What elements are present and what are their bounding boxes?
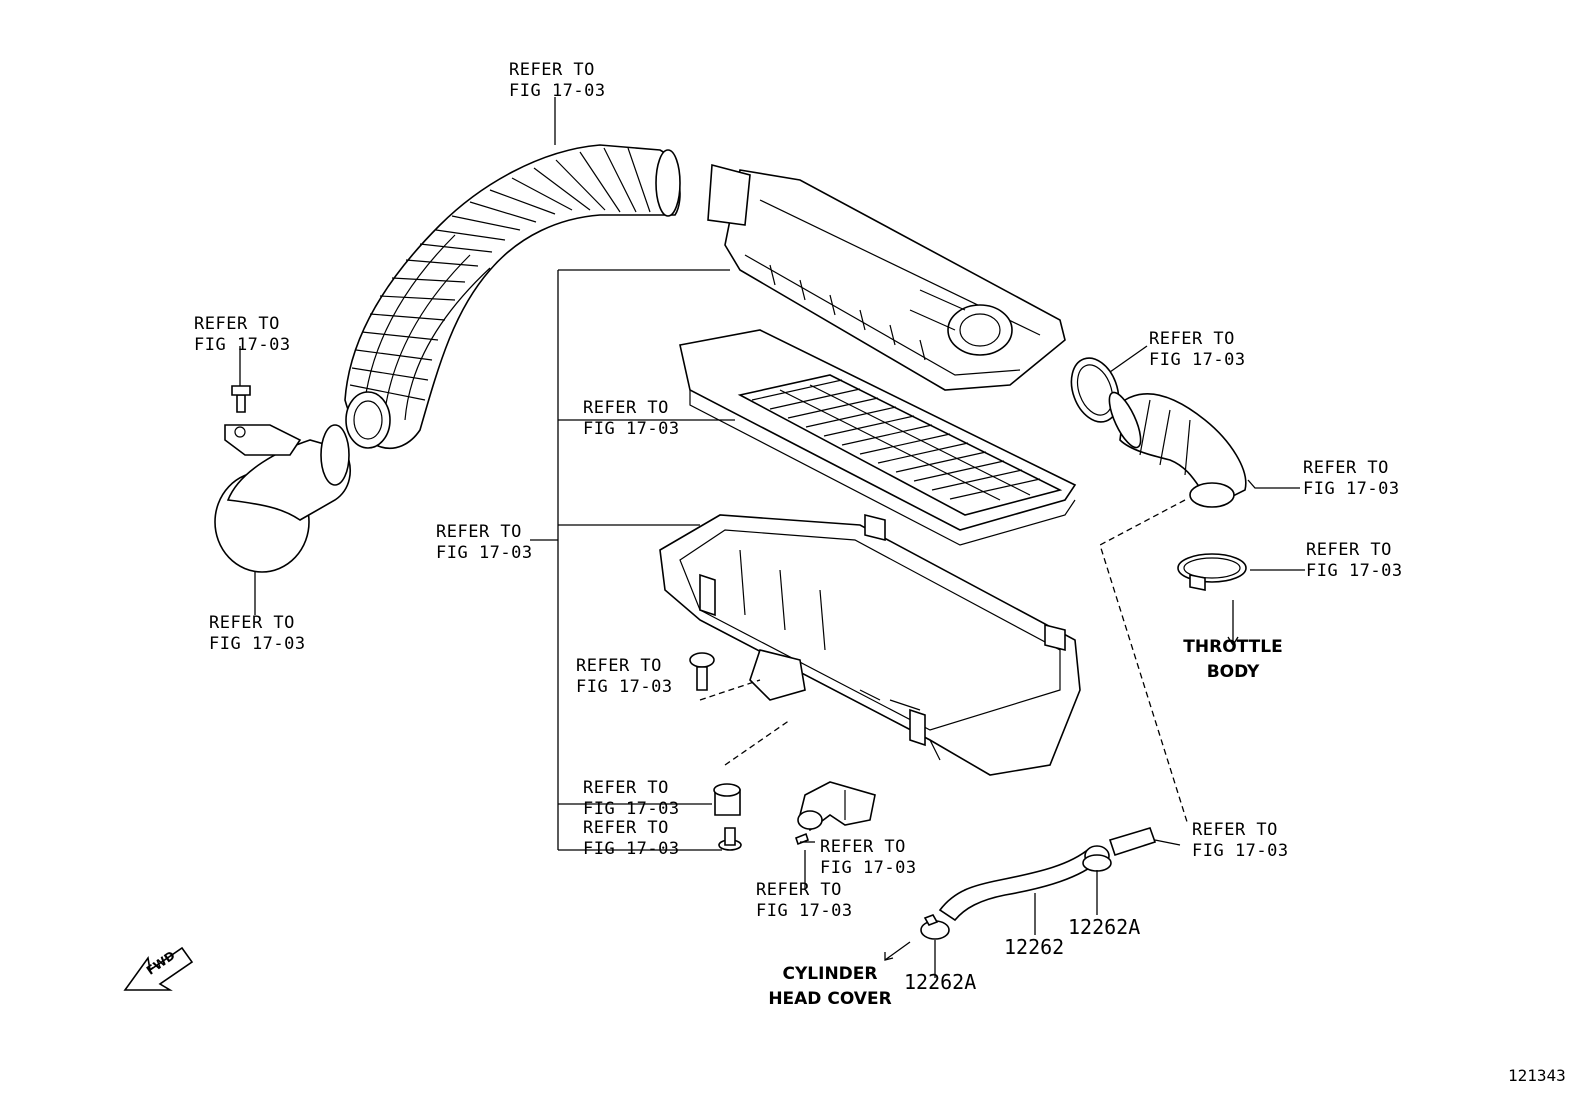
- air-cleaner-case: [659, 513, 1081, 776]
- fwd-arrow-icon: [123, 946, 194, 991]
- part-number-hose: 12262: [1004, 935, 1065, 959]
- air-flow-sensor: [797, 781, 876, 832]
- part-number-clamp-a: 12262A: [1068, 915, 1141, 939]
- screw: [795, 832, 809, 846]
- pcv-hose: [938, 827, 1157, 922]
- air-filter-element: [679, 329, 1077, 546]
- figure-id: 121343: [1508, 1066, 1566, 1085]
- leader-lines: [239, 97, 1305, 978]
- grommet: [713, 783, 741, 816]
- dashed-guides: [699, 499, 1189, 826]
- air-hose-right: [1070, 357, 1247, 508]
- intake-duct: [344, 144, 681, 449]
- air-cleaner-cap: [707, 163, 1066, 391]
- hose-clamp-lower: [1177, 553, 1247, 591]
- hose-clamp-12262a-upper: [1082, 854, 1112, 872]
- part-number-clamp-b: 12262A: [904, 970, 977, 994]
- intake-inlet-left: [214, 385, 351, 573]
- hose-clamp-12262a-lower: [920, 914, 950, 940]
- bolt-center: [689, 652, 715, 691]
- collar: [718, 827, 742, 851]
